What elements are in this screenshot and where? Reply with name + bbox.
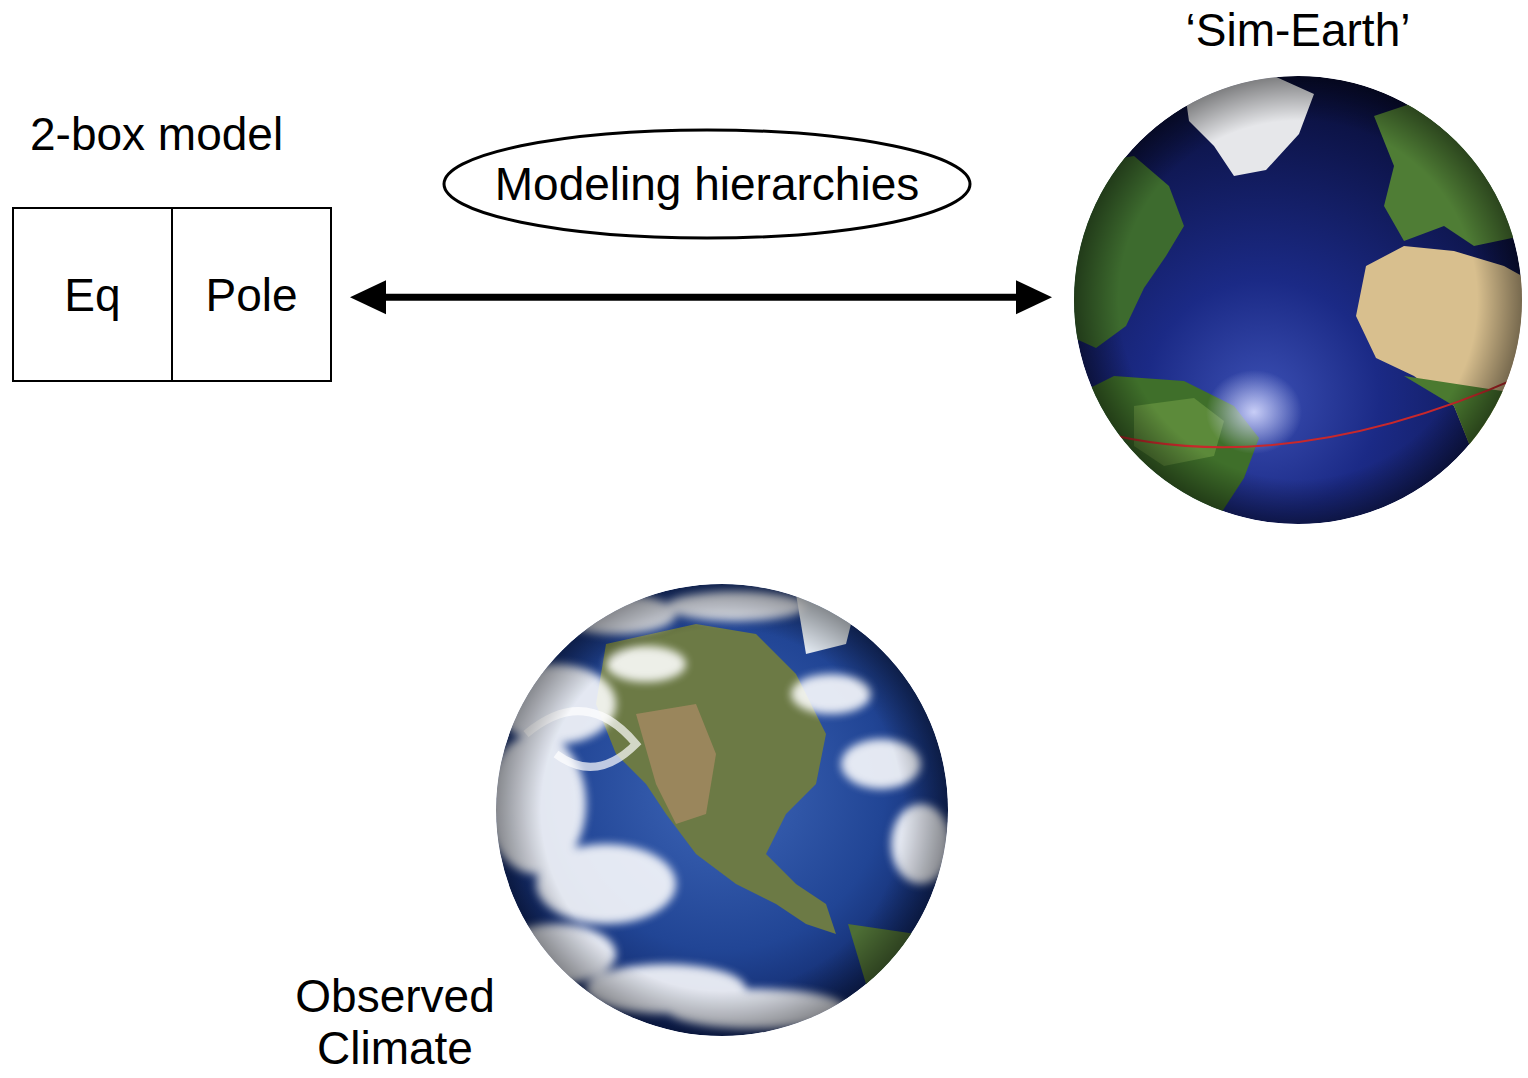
limb-shade xyxy=(1074,76,1522,524)
ocean xyxy=(496,584,948,1036)
pole-box: Pole xyxy=(171,207,332,382)
limb-shade xyxy=(496,584,948,1036)
globe-caption: Observed Climate xyxy=(265,970,525,1074)
equator-box: Eq xyxy=(12,207,173,382)
arrow-shaft xyxy=(380,294,1022,301)
node-label: Eq xyxy=(64,269,120,321)
sim-earth-illustration xyxy=(1074,76,1522,524)
arrow-head xyxy=(350,280,386,314)
ocean xyxy=(1074,76,1522,524)
observed-earth-illustration xyxy=(496,584,948,1036)
double-arrow xyxy=(350,280,1052,314)
arrow-head xyxy=(1016,280,1052,314)
model-title: 2-box model xyxy=(30,108,283,160)
observed-earth-globe: Observed Climate xyxy=(496,584,948,1036)
node-label: Pole xyxy=(205,269,297,321)
ellipse-shape xyxy=(444,130,970,238)
globe-caption: ‘Sim-Earth’ xyxy=(1074,4,1522,56)
hierarchy-ellipse: Modeling hierarchies xyxy=(442,128,972,240)
sim-earth-globe: ‘Sim-Earth’ xyxy=(1074,76,1522,524)
node-label: Modeling hierarchies xyxy=(495,158,919,210)
